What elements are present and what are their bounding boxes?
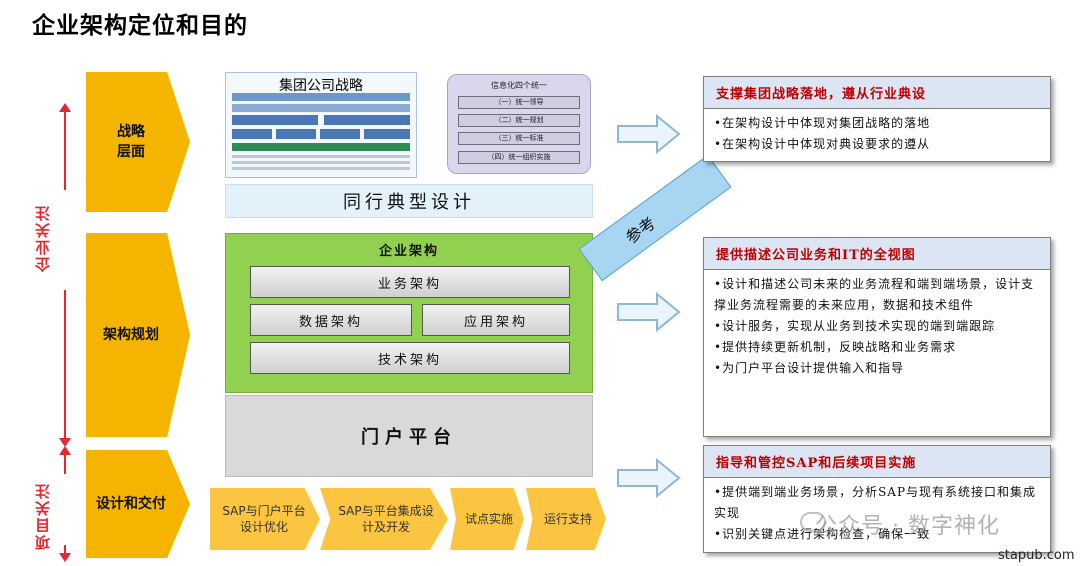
corp-arrow-down-icon: [59, 438, 71, 447]
panel-bullet: •在架构设计中体现对典设要求的遵从: [714, 137, 931, 151]
info-four-item: （四）统一组织实施: [458, 151, 580, 164]
watermark: 公众号 · 数字神化: [815, 514, 1000, 539]
info-four-item: （二）统一规划: [458, 114, 580, 127]
panel-full-view: 提供描述公司业务和IT的全视图 •设计和描述公司未来的业务流程和端到端场景，设计…: [703, 237, 1051, 437]
panel-bullet: •识别关键点进行架构检查，确保一致: [714, 527, 931, 541]
strategy-text-line: [232, 155, 410, 158]
phase-chevron: SAP与门户平台设计优化: [210, 488, 320, 550]
corp-line-top: [64, 110, 66, 190]
panel-bullet: •为门户平台设计提供输入和指导: [714, 361, 905, 375]
chevron-planning-label: 架构规划: [103, 327, 159, 343]
strategy-cell: [364, 129, 410, 139]
right-arrow-icon: [617, 114, 681, 154]
panel-strategy-support: 支撑集团战略落地，遵从行业典设 •在架构设计中体现对集团战略的落地 •在架构设计…: [703, 76, 1051, 162]
corp-focus-label: 企业关注: [34, 204, 52, 272]
proj-arrow-down-icon: [59, 553, 71, 562]
panel-bullet: •提供端到端业务场景，分析SAP与现有系统接口和集成实现: [714, 485, 1037, 520]
group-strategy-title: 集团公司战略: [279, 78, 363, 94]
strategy-cell: [320, 129, 360, 139]
chevron-delivery: 设计和交付: [86, 450, 190, 558]
peer-typical-design: 同行典型设计: [225, 184, 593, 218]
strategy-cell: [276, 129, 316, 139]
info-four-unifications: 信息化四个统一 （一）统一领导 （二）统一规划 （三）统一标准 （四）统一组织实…: [447, 74, 591, 174]
application-architecture-box: 应用架构: [422, 304, 570, 336]
business-architecture-box: 业务架构: [250, 266, 570, 298]
panel-bullet: •在架构设计中体现对集团战略的落地: [714, 116, 931, 130]
data-architecture-box: 数据架构: [250, 304, 412, 336]
panel-heading: 指导和管控SAP和后续项目实施: [704, 446, 1050, 478]
strategy-green-band: [232, 143, 410, 151]
phase-chevron: 运行支持: [526, 488, 606, 550]
strategy-text-line: [232, 161, 410, 164]
panel-bullet: •设计服务，实现从业务到技术实现的端到端跟踪: [714, 319, 996, 333]
enterprise-architecture-title: 企业架构: [378, 244, 439, 259]
chevron-planning: 架构规划: [86, 233, 190, 437]
proj-line-top: [64, 452, 66, 474]
site-credit: stapub.com: [998, 548, 1075, 563]
panel-heading: 支撑集团战略落地，遵从行业典设: [704, 77, 1050, 109]
page-title: 企业架构定位和目的: [32, 13, 248, 39]
technology-architecture-box: 技术架构: [250, 342, 570, 374]
phase-chevron: SAP与平台集成设计及开发: [320, 488, 448, 550]
info-four-item: （一）统一领导: [458, 96, 580, 109]
right-arrow-icon: [617, 458, 681, 498]
wechat-icon: [800, 512, 826, 532]
portal-platform-block: 门户平台: [225, 395, 593, 477]
strategy-cell: [232, 129, 272, 139]
proj-focus-label: 项目关注: [34, 482, 52, 550]
chevron-delivery-label: 设计和交付: [96, 496, 166, 512]
chevron-strategy: 战略 层面: [86, 72, 190, 212]
panel-bullet: •设计和描述公司未来的业务流程和端到端场景，设计支撑业务流程需要的未来应用，数据…: [714, 277, 1035, 312]
proj-arrow-up-icon: [59, 446, 71, 455]
info-four-title: 信息化四个统一: [491, 81, 547, 90]
strategy-text-line: [232, 167, 410, 170]
strategy-cell: [324, 115, 410, 125]
corp-line-bottom: [64, 290, 66, 440]
strategy-band: [232, 104, 410, 112]
panel-bullet: •提供持续更新机制，反映战略和业务需求: [714, 340, 957, 354]
strategy-cell: [232, 115, 318, 125]
reference-label: 参考: [621, 213, 660, 248]
panel-implementation-guidance: 指导和管控SAP和后续项目实施 •提供端到端业务场景，分析SAP与现有系统接口和…: [703, 445, 1051, 553]
phase-chevron: 试点实施: [450, 488, 524, 550]
panel-heading: 提供描述公司业务和IT的全视图: [704, 238, 1050, 270]
proj-line-bottom: [64, 545, 66, 557]
right-arrow-icon: [617, 292, 681, 332]
group-strategy-thumbnail: 集团公司战略: [225, 72, 417, 178]
corp-arrow-up-icon: [59, 103, 71, 112]
strategy-band: [232, 93, 410, 101]
chevron-strategy-label: 战略 层面: [117, 124, 145, 160]
info-four-item: （三）统一标准: [458, 132, 580, 145]
enterprise-architecture-block: 企业架构 业务架构 数据架构 应用架构 技术架构: [225, 233, 593, 393]
